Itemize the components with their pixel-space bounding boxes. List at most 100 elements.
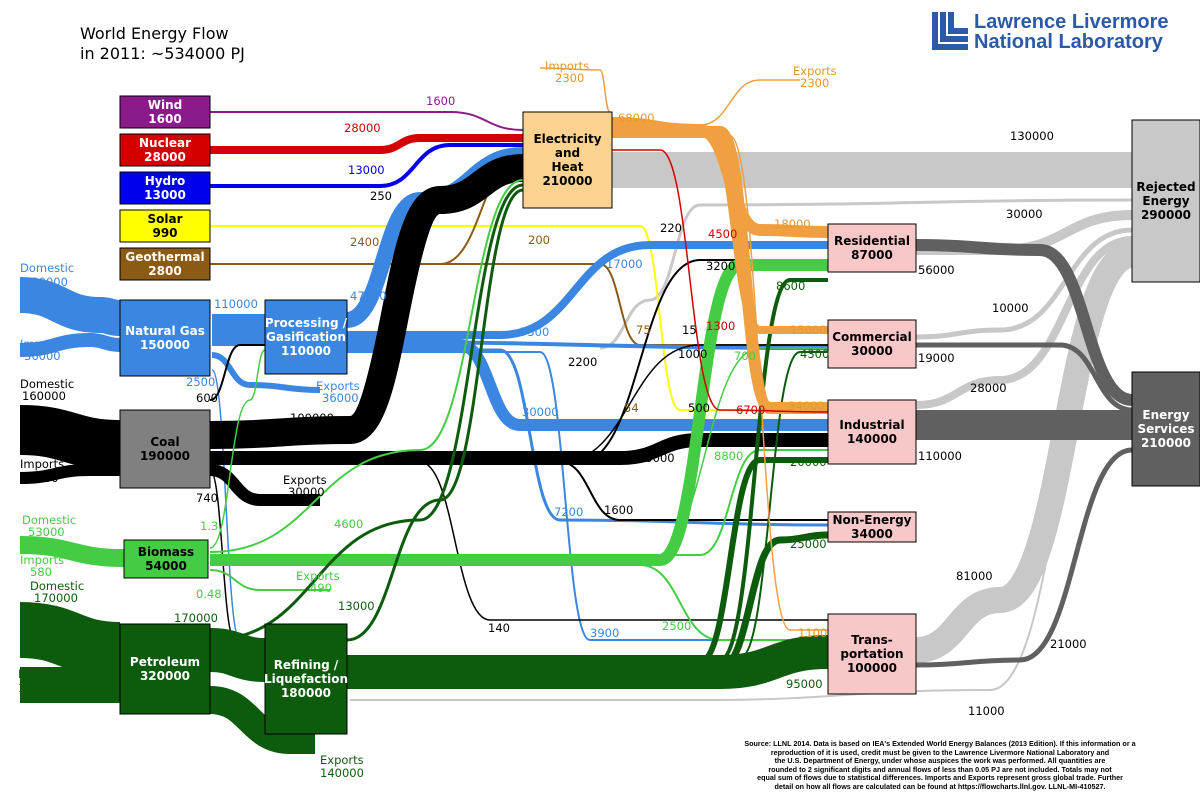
- node-value-hydro: 13000: [144, 188, 186, 202]
- source-line-1: Source: LLNL 2014. Data is based on IEA'…: [744, 739, 1136, 748]
- flow-elec-industrial: [612, 125, 828, 414]
- flow-label: 8800: [714, 449, 743, 463]
- flow-label: 19000: [918, 351, 955, 365]
- flow-label: 700: [734, 349, 756, 363]
- node-boxes: Wind1600Nuclear28000Hydro13000Solar990Ge…: [119, 95, 1200, 735]
- flow-label: 75: [636, 323, 651, 337]
- flow-petroleum-exports: [208, 686, 315, 755]
- node-box-natural_gas: [119, 299, 211, 377]
- flow-label: Exports: [793, 64, 837, 78]
- flow-label: 220: [660, 221, 682, 235]
- flow-label: 68000: [618, 111, 655, 125]
- flow-coal-commercial: [559, 344, 828, 463]
- flow-label: 47000: [350, 289, 387, 303]
- flow-label: 2200: [568, 355, 597, 369]
- flow-coal-exports: [209, 464, 320, 507]
- flow-label: Domestic: [20, 377, 74, 391]
- flow-coal-imports: [19, 464, 120, 484]
- flow-label: 170000: [34, 591, 78, 605]
- flow-label: 600: [196, 391, 218, 405]
- node-box-hydro: [119, 171, 211, 205]
- node-box-biomass: [123, 539, 209, 579]
- flow-biomass-transport: [209, 563, 828, 642]
- flow-petroleum-domestic: [19, 602, 121, 678]
- source-line-6: detail on how all flows are calculated c…: [774, 781, 1106, 791]
- flow-label: 36000: [24, 349, 61, 363]
- node-box-services: [1131, 371, 1200, 487]
- flow-biomass-domestic: [19, 536, 125, 567]
- flow-label: 10000: [992, 301, 1029, 315]
- flow-label: 30000: [522, 405, 559, 419]
- flow-label: 15: [682, 323, 697, 337]
- flow-label: 500: [688, 401, 710, 415]
- flow-label: Imports: [545, 59, 589, 73]
- flow-label: 250: [370, 189, 392, 203]
- node-name-petroleum: Petroleum: [130, 655, 200, 669]
- node-name-industrial: Industrial: [839, 418, 904, 432]
- flow-label: Imports: [20, 337, 64, 351]
- node-value-refining: 180000: [281, 686, 331, 700]
- flow-label: 120000: [24, 275, 68, 289]
- node-box-processing: [264, 299, 348, 375]
- node-name-rejected: Rejected: [1136, 180, 1195, 194]
- node-box-nuclear: [119, 133, 211, 167]
- flow-biomass-electricity: [209, 179, 524, 553]
- flow-label: 36000: [322, 391, 359, 405]
- flow-label: 35000: [760, 257, 797, 271]
- flow-label: 1100: [798, 626, 827, 640]
- flow-label: Exports: [283, 473, 327, 487]
- flow-label: Domestic: [20, 261, 74, 275]
- flow-industrial-rejected: [915, 236, 1133, 409]
- flow-label: 200: [528, 233, 550, 247]
- flow-label: 1600: [604, 503, 633, 517]
- node-value-coal: 190000: [140, 449, 190, 463]
- flow-label: 34000: [788, 399, 825, 413]
- node-value-geothermal: 2800: [148, 264, 181, 278]
- source-line-5: equal sum of flows due to statistical di…: [757, 773, 1123, 783]
- node-box-solar: [119, 209, 211, 243]
- flow-label: 2300: [555, 71, 584, 85]
- flow-label: Imports: [18, 667, 62, 681]
- flow-label: 160000: [22, 389, 66, 403]
- flow-label: Imports: [20, 457, 64, 471]
- flow-residential-services: [915, 239, 1134, 406]
- node-value-petroleum: 320000: [140, 669, 190, 683]
- flow-coal-industrial: [209, 432, 828, 466]
- flow-label: 53000: [28, 525, 65, 539]
- node-value-transportation: 100000: [847, 661, 897, 675]
- flow-label: 13000: [338, 599, 375, 613]
- node-box-coal: [119, 409, 211, 489]
- flow-refining-electricity: [346, 188, 524, 642]
- flow-label: 3900: [590, 626, 619, 640]
- node-name-electricity: Heat: [551, 160, 583, 174]
- flow-gas-domestic: [19, 277, 121, 336]
- node-name-wind: Wind: [148, 98, 182, 112]
- node-name-electricity: Electricity: [533, 132, 601, 146]
- flow-label: 0.48: [196, 587, 222, 601]
- flow-nuclear-electricity: [209, 133, 523, 155]
- node-box-electricity: [522, 111, 613, 209]
- flow-paths: [19, 67, 1135, 755]
- flow-elec-imports: [539, 67, 611, 113]
- flow-coal-transport: [210, 461, 828, 621]
- node-name-hydro: Hydro: [145, 174, 186, 188]
- flow-label: 81000: [956, 569, 993, 583]
- node-name-coal: Coal: [150, 435, 179, 449]
- flow-commercial-services: [915, 342, 1133, 413]
- flow-label: 29000: [22, 471, 59, 485]
- flow-label: 95000: [786, 677, 823, 691]
- node-name-processing: Gasification: [266, 330, 346, 344]
- flow-hydro-electricity: [210, 143, 523, 189]
